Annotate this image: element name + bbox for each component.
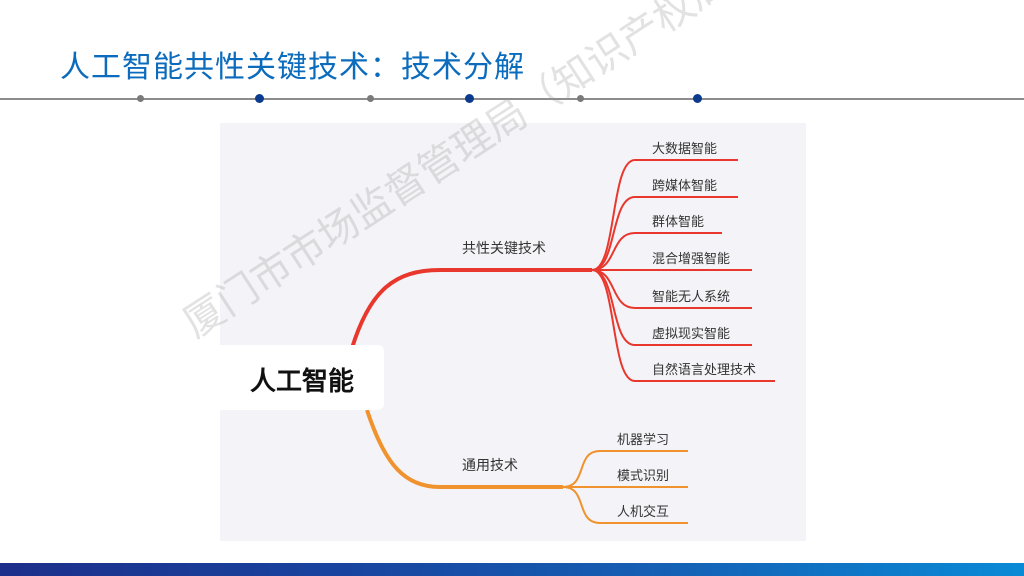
leaf-line (591, 159, 738, 271)
divider-dot (577, 95, 584, 102)
leaf-label: 机器学习 (617, 433, 670, 448)
leaf-label: 人机交互 (617, 505, 670, 520)
leaf-line (562, 486, 688, 524)
leaf-line (591, 269, 775, 382)
slide-title: 人工智能共性关键技术：技术分解 (60, 50, 525, 85)
leaf-line (591, 232, 722, 271)
divider-dot (367, 95, 374, 102)
leaf-label: 群体智能 (652, 215, 705, 230)
root-label: 人工智能 (250, 367, 355, 397)
leaf-label: 自然语言处理技术 (652, 363, 757, 378)
leaf-label: 虚拟现实智能 (652, 327, 731, 342)
branch-label-common: 共性关键技术 (462, 241, 546, 257)
divider-dot (693, 94, 702, 103)
leaf-line (562, 450, 688, 488)
leaf-label: 混合增强智能 (652, 252, 731, 267)
leaf-label: 大数据智能 (652, 142, 718, 157)
branch-line-general (365, 409, 563, 489)
branch-label-general: 通用技术 (462, 458, 518, 474)
divider-line (0, 98, 1024, 100)
branch-line-common (350, 268, 592, 349)
divider-dot (255, 94, 264, 103)
leaf-line (591, 196, 738, 271)
mindmap-image (220, 123, 806, 541)
leaf-label: 模式识别 (617, 469, 670, 484)
root-node: 人工智能 (220, 345, 384, 410)
divider-dot (137, 95, 144, 102)
footer-bar (0, 563, 1024, 576)
leaf-label: 跨媒体智能 (652, 179, 718, 194)
divider-dot (465, 94, 474, 103)
leaf-label: 智能无人系统 (652, 290, 731, 305)
